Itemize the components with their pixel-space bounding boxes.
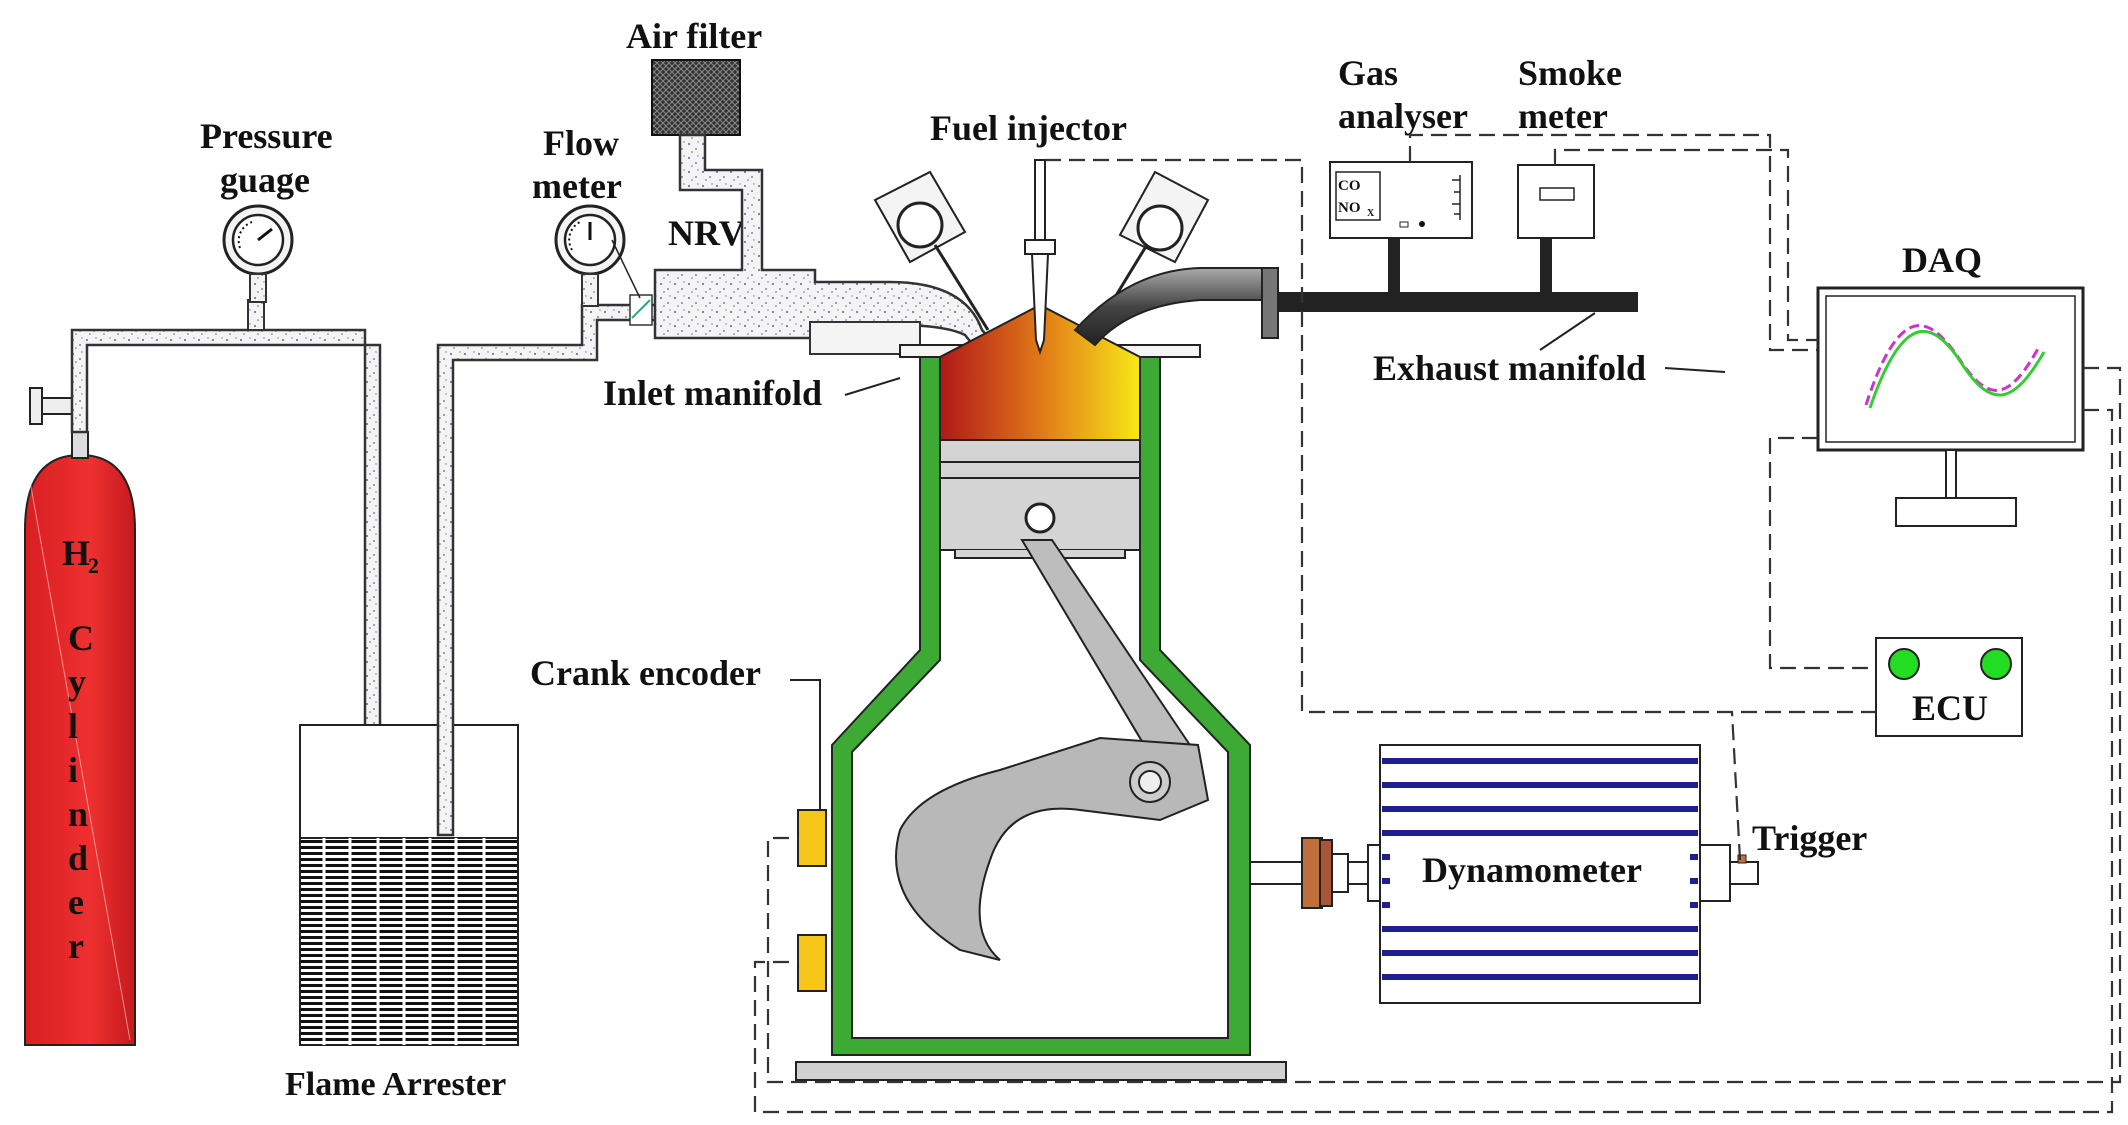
flame-arrester: [299, 724, 519, 1046]
flow-meter-label-2: meter: [532, 166, 622, 206]
fuel-injector-label: Fuel injector: [930, 108, 1127, 148]
dynamometer-stripe: [1382, 974, 1698, 980]
gas-analyser-label-1: Gas: [1338, 53, 1398, 93]
gas-analyser: CO NO X: [1329, 161, 1473, 239]
crank-encoder: [790, 679, 827, 992]
inlet-manifold-label: Inlet manifold: [603, 373, 822, 413]
air-filter: [651, 59, 741, 136]
cylinder-letter: i: [68, 750, 78, 790]
dynamometer-stripe: [1382, 950, 1698, 956]
ecu-label: ECU: [1912, 688, 1988, 728]
engine-block: [795, 303, 1287, 1081]
smoke-meter-label-2: meter: [1518, 96, 1608, 136]
valve-handle[interactable]: [29, 387, 43, 425]
inlet-manifold: [653, 133, 1002, 362]
ecu-led-1: [1888, 648, 1920, 680]
inlet-leader: [844, 377, 901, 396]
cylinder-neck: [71, 431, 89, 459]
exhaust-leader-1: [1539, 312, 1596, 351]
pressure-gauge-label-2: guage: [220, 160, 310, 200]
ecu-led-2: [1980, 648, 2012, 680]
trigger-label: Trigger: [1752, 818, 1867, 858]
crank-encoder-label: Crank encoder: [530, 653, 761, 693]
daq-label: DAQ: [1902, 240, 1982, 280]
dynamometer-stripe: [1382, 758, 1698, 764]
dynamometer: [1249, 744, 1759, 1004]
cylinder-valve[interactable]: [39, 397, 73, 415]
daq-curve-2: [1868, 329, 2046, 409]
cylinder-letter: e: [68, 882, 84, 922]
smoke-meter-label-1: Smoke: [1518, 53, 1622, 93]
cylinder-h-label: H: [62, 533, 90, 573]
fuel-injector: [1024, 159, 1056, 356]
nrv-label: NRV: [668, 213, 745, 253]
daq-monitor: [1816, 286, 2085, 527]
smoke-meter: [1517, 164, 1595, 239]
dynamometer-stripe: [1382, 806, 1698, 812]
exhaust-leader-2: [1664, 367, 1726, 373]
dynamometer-stripe: [1382, 830, 1698, 836]
exhaust-manifold-label: Exhaust manifold: [1373, 348, 1646, 388]
trigger-sensor: [1737, 854, 1747, 864]
dynamometer-stripe: [1382, 782, 1698, 788]
dynamometer-label: Dynamometer: [1422, 850, 1642, 890]
intake-valve: [873, 170, 990, 331]
gas-co-label: CO: [1338, 178, 1361, 194]
signal-wiring: [753, 133, 2122, 1114]
pressure-gauge: [222, 204, 294, 303]
pressure-gauge-label-1: Pressure: [200, 116, 333, 156]
gas-nox-subscript: X: [1367, 208, 1375, 219]
cylinder-letter: l: [68, 706, 78, 746]
ecu-box: [1875, 637, 2023, 737]
flow-meter: [554, 204, 626, 307]
dynamometer-stripe: [1382, 926, 1698, 932]
cylinder-letter: r: [68, 926, 84, 966]
air-filter-label: Air filter: [626, 16, 762, 56]
exhaust-manifold: [1073, 238, 1638, 347]
cylinder-letter: y: [68, 662, 86, 702]
flame-arrester-label: Flame Arrester: [285, 1066, 506, 1103]
cylinder-letter: d: [68, 838, 88, 878]
non-return-valve: [611, 239, 653, 326]
gas-analyser-label-2: analyser: [1338, 96, 1468, 136]
cylinder-letter: C: [68, 618, 94, 658]
cylinder-letter: n: [68, 794, 88, 834]
gas-nox-label: NO: [1338, 200, 1361, 216]
cylinder-h-subscript: 2: [88, 553, 99, 578]
flow-meter-label-1: Flow: [543, 123, 619, 163]
